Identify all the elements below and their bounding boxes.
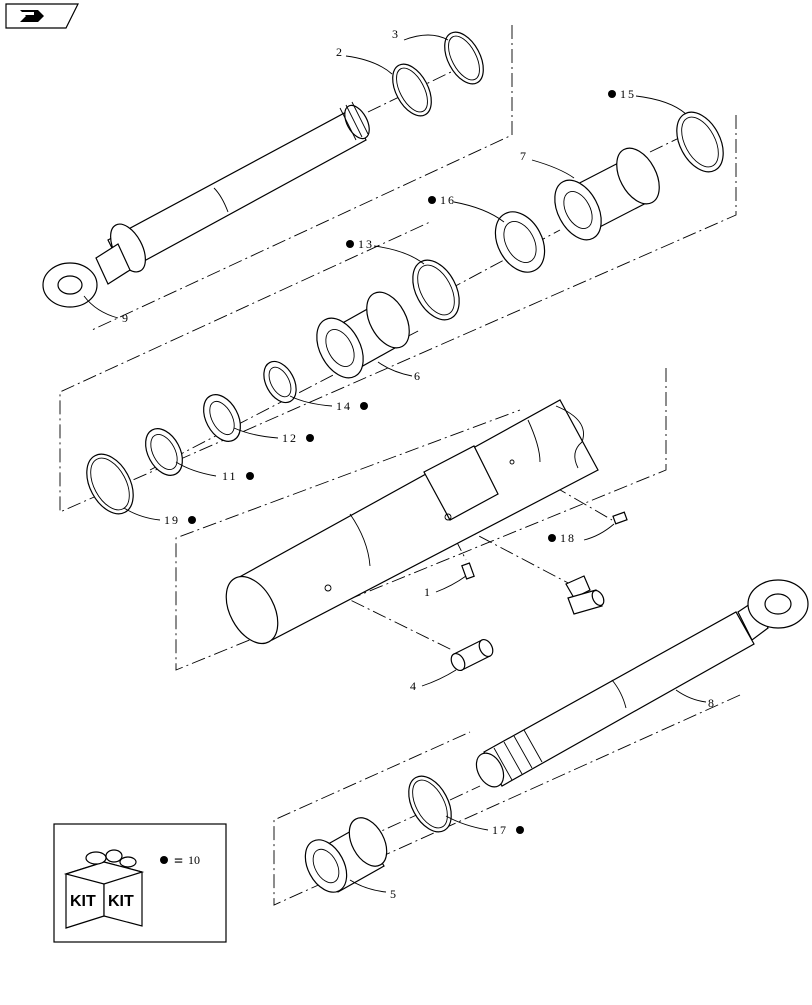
callout-number: 15 [620,87,636,101]
part-18-grease-fitting [612,511,628,525]
part-6-piston [316,291,410,379]
callout-11: 11 [222,469,254,483]
callout-number: 8 [708,696,716,710]
kit-label-right: KIT [108,893,134,910]
kit-bullet-icon [548,534,556,542]
part-3-ring [444,31,484,85]
callout-number: 4 [410,679,418,693]
part-8-rod-eye [475,579,809,788]
part-19-ring [86,453,134,515]
callout-4: 4 [410,679,418,693]
callout-number: 1 [424,585,432,599]
callout-number: 19 [164,513,180,527]
part-4-pin [450,638,494,672]
kit-bullet-icon [360,402,368,410]
leader-lines [83,34,707,893]
callout-number: 18 [560,531,576,545]
kit-bullet-icon [428,196,436,204]
part-2-ring [392,63,432,117]
kit-number: 10 [188,853,200,867]
cylinder-barrel [225,399,599,645]
kit-label-left: KIT [70,893,96,910]
callout-number: 3 [392,27,400,41]
callout-number: 14 [336,399,352,413]
callout-number: 5 [390,887,398,901]
part-7-gland [554,147,660,241]
part-1-grease-fitting [461,562,475,580]
callout-1: 1 [424,585,432,599]
callout-number: 16 [440,193,456,207]
callout-14: 14 [336,399,368,413]
callout-2: 2 [336,45,344,59]
callout-number: 9 [122,311,130,325]
next-page-arrow-icon[interactable] [5,3,79,29]
part-13-ring [412,259,460,321]
part-14-ring [263,360,297,404]
callout-5: 5 [390,887,398,901]
kit-box-icon: KIT KIT [63,849,145,929]
kit-bullet-icon [160,856,168,864]
part-11-ring [145,428,183,476]
callout-number: 17 [492,823,508,837]
callout-8: 8 [708,696,716,710]
callout-3: 3 [392,27,400,41]
part-16-ring [494,211,546,273]
callout-number: 13 [358,237,374,251]
callout-9: 9 [122,311,130,325]
kit-bullet-icon [188,516,196,524]
kit-bullet-icon [346,240,354,248]
callout-number: 7 [520,149,528,163]
part-9-rod-eye [42,101,370,308]
callout-number: 12 [282,431,298,445]
kit-equals-sign: = [174,853,183,870]
part-15-ring [676,111,724,173]
elbow-fitting [565,575,605,615]
callout-16: 16 [428,193,456,207]
callout-number: 2 [336,45,344,59]
kit-legend: KIT KIT = 10 [53,823,227,943]
callout-12: 12 [282,431,314,445]
callout-7: 7 [520,149,528,163]
callout-19: 19 [164,513,196,527]
callout-6: 6 [414,369,422,383]
part-12-ring [203,394,241,442]
callout-number: 6 [414,369,422,383]
kit-bullet-icon [608,90,616,98]
callout-number: 11 [222,469,238,483]
kit-bullet-icon [246,472,254,480]
part-17-ring [408,775,452,833]
callout-17: 17 [492,823,524,837]
callout-13: 13 [346,237,374,251]
callout-15: 15 [608,87,636,101]
kit-bullet-icon [516,826,524,834]
callout-18: 18 [548,531,576,545]
part-5-gland [304,817,388,893]
kit-bullet-icon [306,434,314,442]
